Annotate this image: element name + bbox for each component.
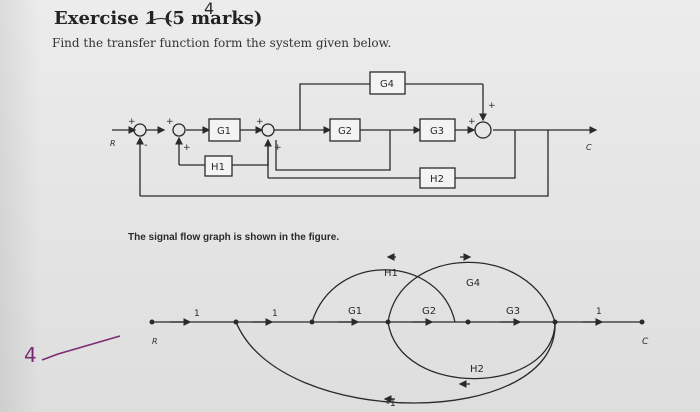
sfg-nodes	[149, 319, 645, 325]
sfg-loop-h2: H2	[470, 364, 484, 375]
block-g4-label: G4	[380, 79, 394, 90]
bd-input-label: R	[110, 139, 116, 148]
signal-flow-graph	[152, 253, 642, 404]
sfg-gain-1c: 1	[596, 307, 602, 317]
sfg-node	[465, 319, 471, 325]
exercise-instruction: Find the transfer function form the syst…	[52, 36, 392, 50]
block-h1: H1	[204, 155, 233, 177]
bd-sign-minus-1: -	[144, 140, 148, 151]
block-g3-label: G3	[430, 126, 444, 137]
margin-mark: 4	[24, 343, 37, 367]
bd-sign-plus-4: +	[256, 117, 264, 127]
sfg-node	[385, 319, 391, 325]
sfg-loop-minus-one: -1	[386, 398, 396, 409]
sfg-node	[233, 319, 239, 325]
block-h1-label: H1	[211, 162, 225, 173]
sfg-loop-g4: G4	[466, 278, 480, 289]
sfg-output-label: C	[642, 337, 649, 347]
block-diagram	[112, 83, 598, 197]
sfg-gain-1b: 1	[272, 309, 278, 319]
block-g2: G2	[329, 118, 361, 142]
block-g4: G4	[369, 71, 406, 95]
sfg-node-c	[639, 319, 645, 325]
block-g3: G3	[419, 118, 456, 142]
page-shadow	[0, 0, 40, 412]
sfg-gain-g2: G2	[422, 306, 436, 317]
sfg-gain-g1: G1	[348, 306, 362, 317]
bd-sign-plus-6: +	[488, 101, 496, 111]
sfg-loop-h1: H1	[384, 268, 398, 279]
bd-output-label: C	[586, 143, 592, 152]
bd-sign-plus-2: +	[166, 117, 174, 127]
block-h2-label: H2	[430, 174, 444, 185]
sfg-node-r	[149, 319, 155, 325]
sfg-gain-1a: 1	[194, 309, 200, 319]
block-g1-label: G1	[217, 126, 231, 137]
bd-sign-plus-7: +	[468, 117, 476, 127]
bd-sign-plus-3: +	[183, 143, 191, 153]
sfg-gain-g3: G3	[506, 306, 520, 317]
sfg-input-label: R	[152, 337, 158, 346]
bd-sign-plus-1: +	[128, 117, 136, 127]
block-g2-label: G2	[338, 126, 352, 137]
sfg-caption: The signal flow graph is shown in the fi…	[128, 232, 340, 243]
block-h2: H2	[419, 167, 456, 189]
bd-sign-plus-5: +	[274, 143, 282, 153]
score-slash	[145, 17, 173, 25]
sfg-node	[552, 319, 558, 325]
block-g1: G1	[208, 118, 241, 142]
margin-check-mark	[41, 335, 121, 361]
sfg-node	[309, 319, 315, 325]
score-scribble: 4	[204, 0, 214, 18]
